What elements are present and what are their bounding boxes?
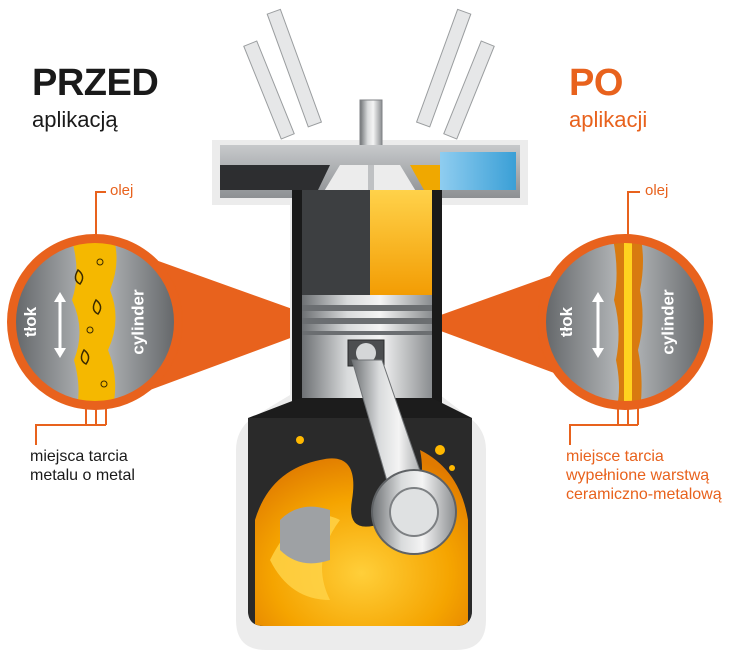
before-oil-label: olej [110,182,134,199]
after-piston-label: tłok [557,306,577,338]
cylinder-bore-left [300,190,370,300]
connecting-rod [280,359,457,564]
after-note: miejsce tarcia wypełnione warstwą cerami… [566,447,722,504]
after-oil-label: olej [645,182,669,199]
before-subtitle: aplikacją [32,107,118,132]
cylinder-bore-right [370,190,434,300]
after-subtitle: aplikacji [569,107,648,132]
before-note-line2: metalu o metal [30,467,135,484]
before-zoom-circle [7,234,183,410]
after-zoom-circle [537,234,713,410]
coolant-channel [440,152,516,190]
left-zoom-beam [150,258,312,390]
piston [302,295,432,405]
after-title: PO [569,62,623,104]
before-note-line1: miejsca tarcia [30,448,128,465]
before-title: PRZED [32,62,159,104]
after-cylinder-label: cylinder [658,289,678,355]
before-piston-label: tłok [21,306,41,338]
after-note-line1: miejsce tarcia [566,448,664,465]
after-leader-lines [569,191,640,445]
before-leader-lines [35,191,107,445]
after-note-line2: wypełnione warstwą [566,467,710,484]
before-note: miejsca tarcia metalu o metal [30,447,135,485]
after-note-line3: ceramiczno-metalową [566,486,722,503]
before-cylinder-label: cylinder [128,289,148,355]
